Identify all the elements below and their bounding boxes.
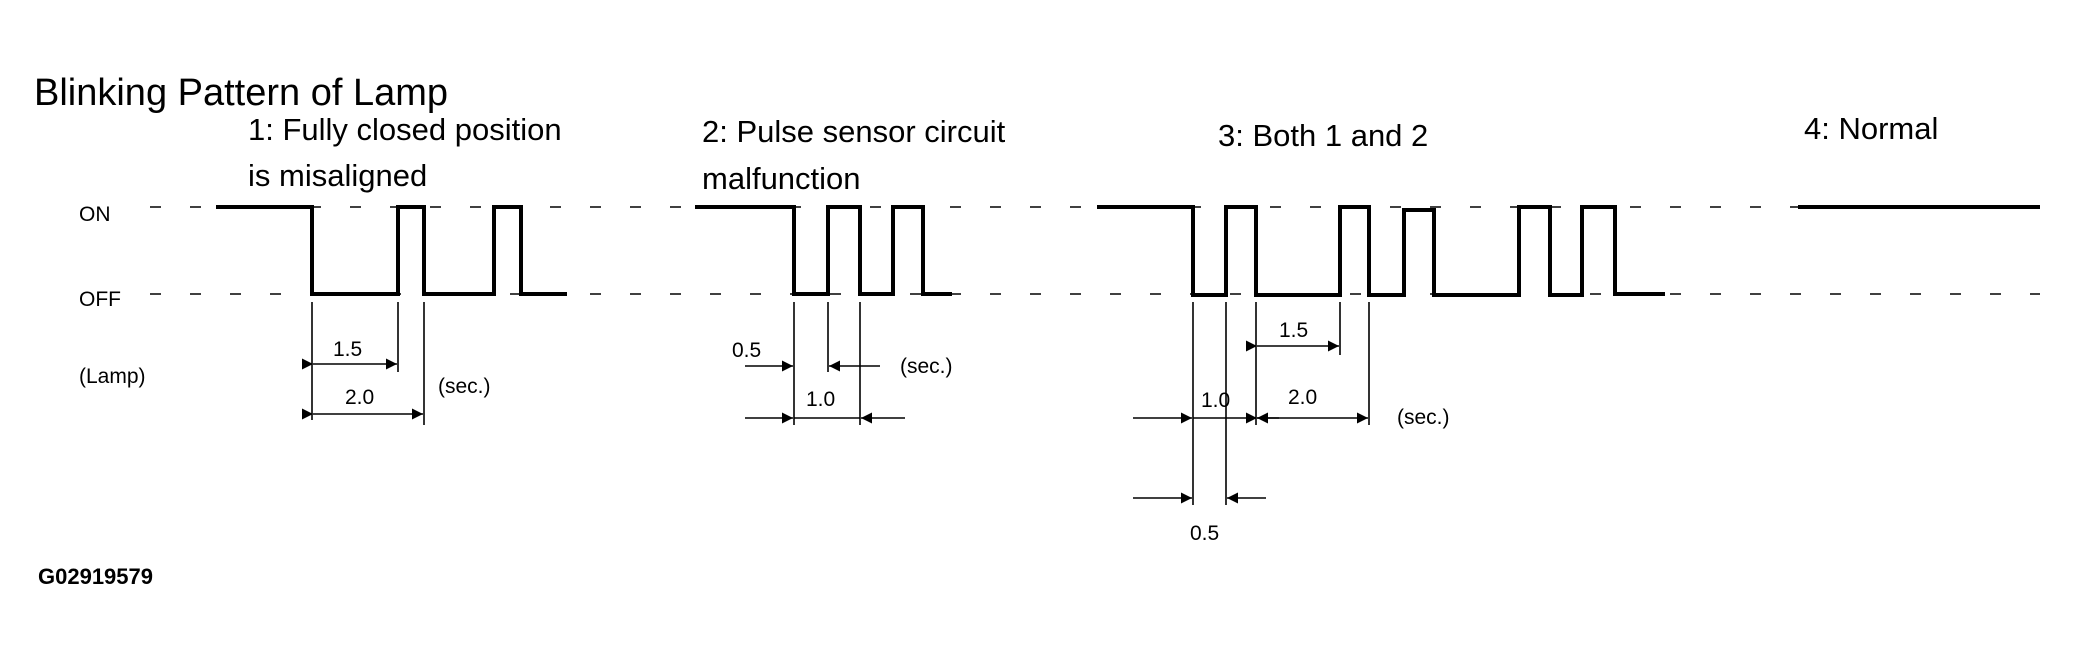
pattern-2: 2: Pulse sensor circuit malfunction 0.5 …	[695, 114, 1006, 425]
pattern-3-caption: 3: Both 1 and 2	[1218, 118, 1428, 153]
pattern-2-caption-line-1: 2: Pulse sensor circuit	[702, 114, 1006, 149]
pattern-1-caption-line-2: is misaligned	[248, 158, 427, 193]
pattern-4-caption: 4: Normal	[1804, 111, 1938, 146]
pattern-3-unit: (sec.)	[1397, 406, 1450, 429]
diagram-title: Blinking Pattern of Lamp	[34, 72, 448, 114]
pattern-2-dimension-1.0-label: 1.0	[806, 388, 835, 411]
pattern-3-dimension-1.5-label: 1.5	[1279, 319, 1308, 342]
lamp-label: (Lamp)	[79, 365, 146, 388]
pattern-3-waveform	[1097, 205, 1665, 297]
pattern-3: 3: Both 1 and 2 1.5 1.0 2.0 (sec.) 0.5	[1097, 118, 1665, 545]
pattern-1: 1: Fully closed position is misaligned 1…	[216, 112, 567, 425]
pattern-3-dimension-2.0-label: 2.0	[1288, 386, 1317, 409]
figure-id: G02919579	[38, 564, 153, 589]
pattern-3-dimension-1.0-label: 1.0	[1201, 389, 1230, 412]
pattern-1-dimension-2.0-label: 2.0	[345, 386, 374, 409]
pattern-3-dimension-0.5-label: 0.5	[1190, 522, 1219, 545]
off-level-label: OFF	[79, 288, 121, 311]
pattern-2-caption-line-2: malfunction	[702, 161, 861, 196]
pattern-1-unit: (sec.)	[438, 375, 491, 398]
pattern-2-dimension-0.5-label: 0.5	[732, 339, 761, 362]
pattern-4: 4: Normal	[1798, 111, 2040, 209]
pattern-1-caption-line-1: 1: Fully closed position	[248, 112, 562, 147]
on-level-label: ON	[79, 203, 111, 226]
pattern-1-waveform	[216, 205, 567, 296]
pattern-1-dimension-1.5-label: 1.5	[333, 338, 362, 361]
pattern-2-unit: (sec.)	[900, 355, 953, 378]
pattern-2-waveform	[695, 205, 952, 296]
